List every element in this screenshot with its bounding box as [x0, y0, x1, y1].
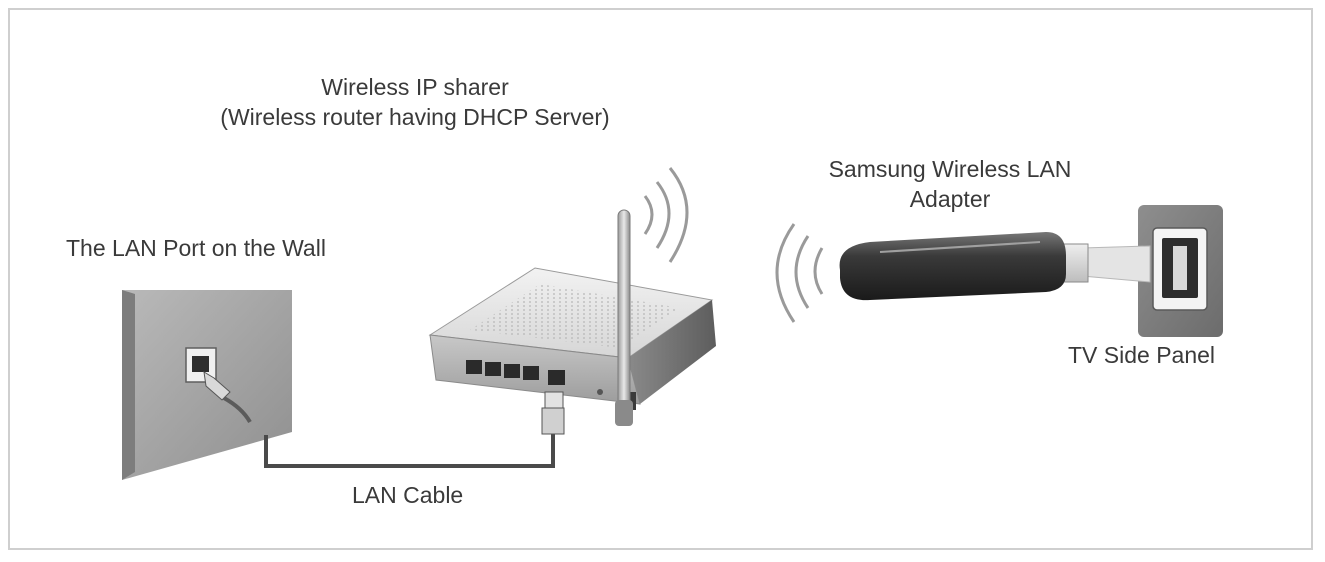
adapter-label-line2: Adapter: [909, 186, 991, 212]
tv-side-panel-label: TV Side Panel: [1068, 342, 1216, 368]
router-title-line2: (Wireless router having DHCP Server): [220, 104, 610, 130]
usb-lan-adapter-icon: [839, 232, 1151, 301]
wifi-signal-icon: [643, 167, 689, 263]
diagram-frame: [8, 8, 1313, 550]
tv-usb-port-icon: [1138, 205, 1223, 337]
lan-cable-icon: [264, 432, 555, 468]
adapter-label-line1: Samsung Wireless LAN: [828, 156, 1072, 182]
wifi-signal-icon: [775, 223, 824, 323]
wall-port-label: The LAN Port on the Wall: [66, 235, 326, 261]
wall-lan-port-icon: [122, 290, 292, 480]
lan-cable-label: LAN Cable: [352, 482, 464, 508]
wireless-router-icon: [428, 209, 716, 435]
router-title-line1: Wireless IP sharer: [321, 74, 509, 100]
